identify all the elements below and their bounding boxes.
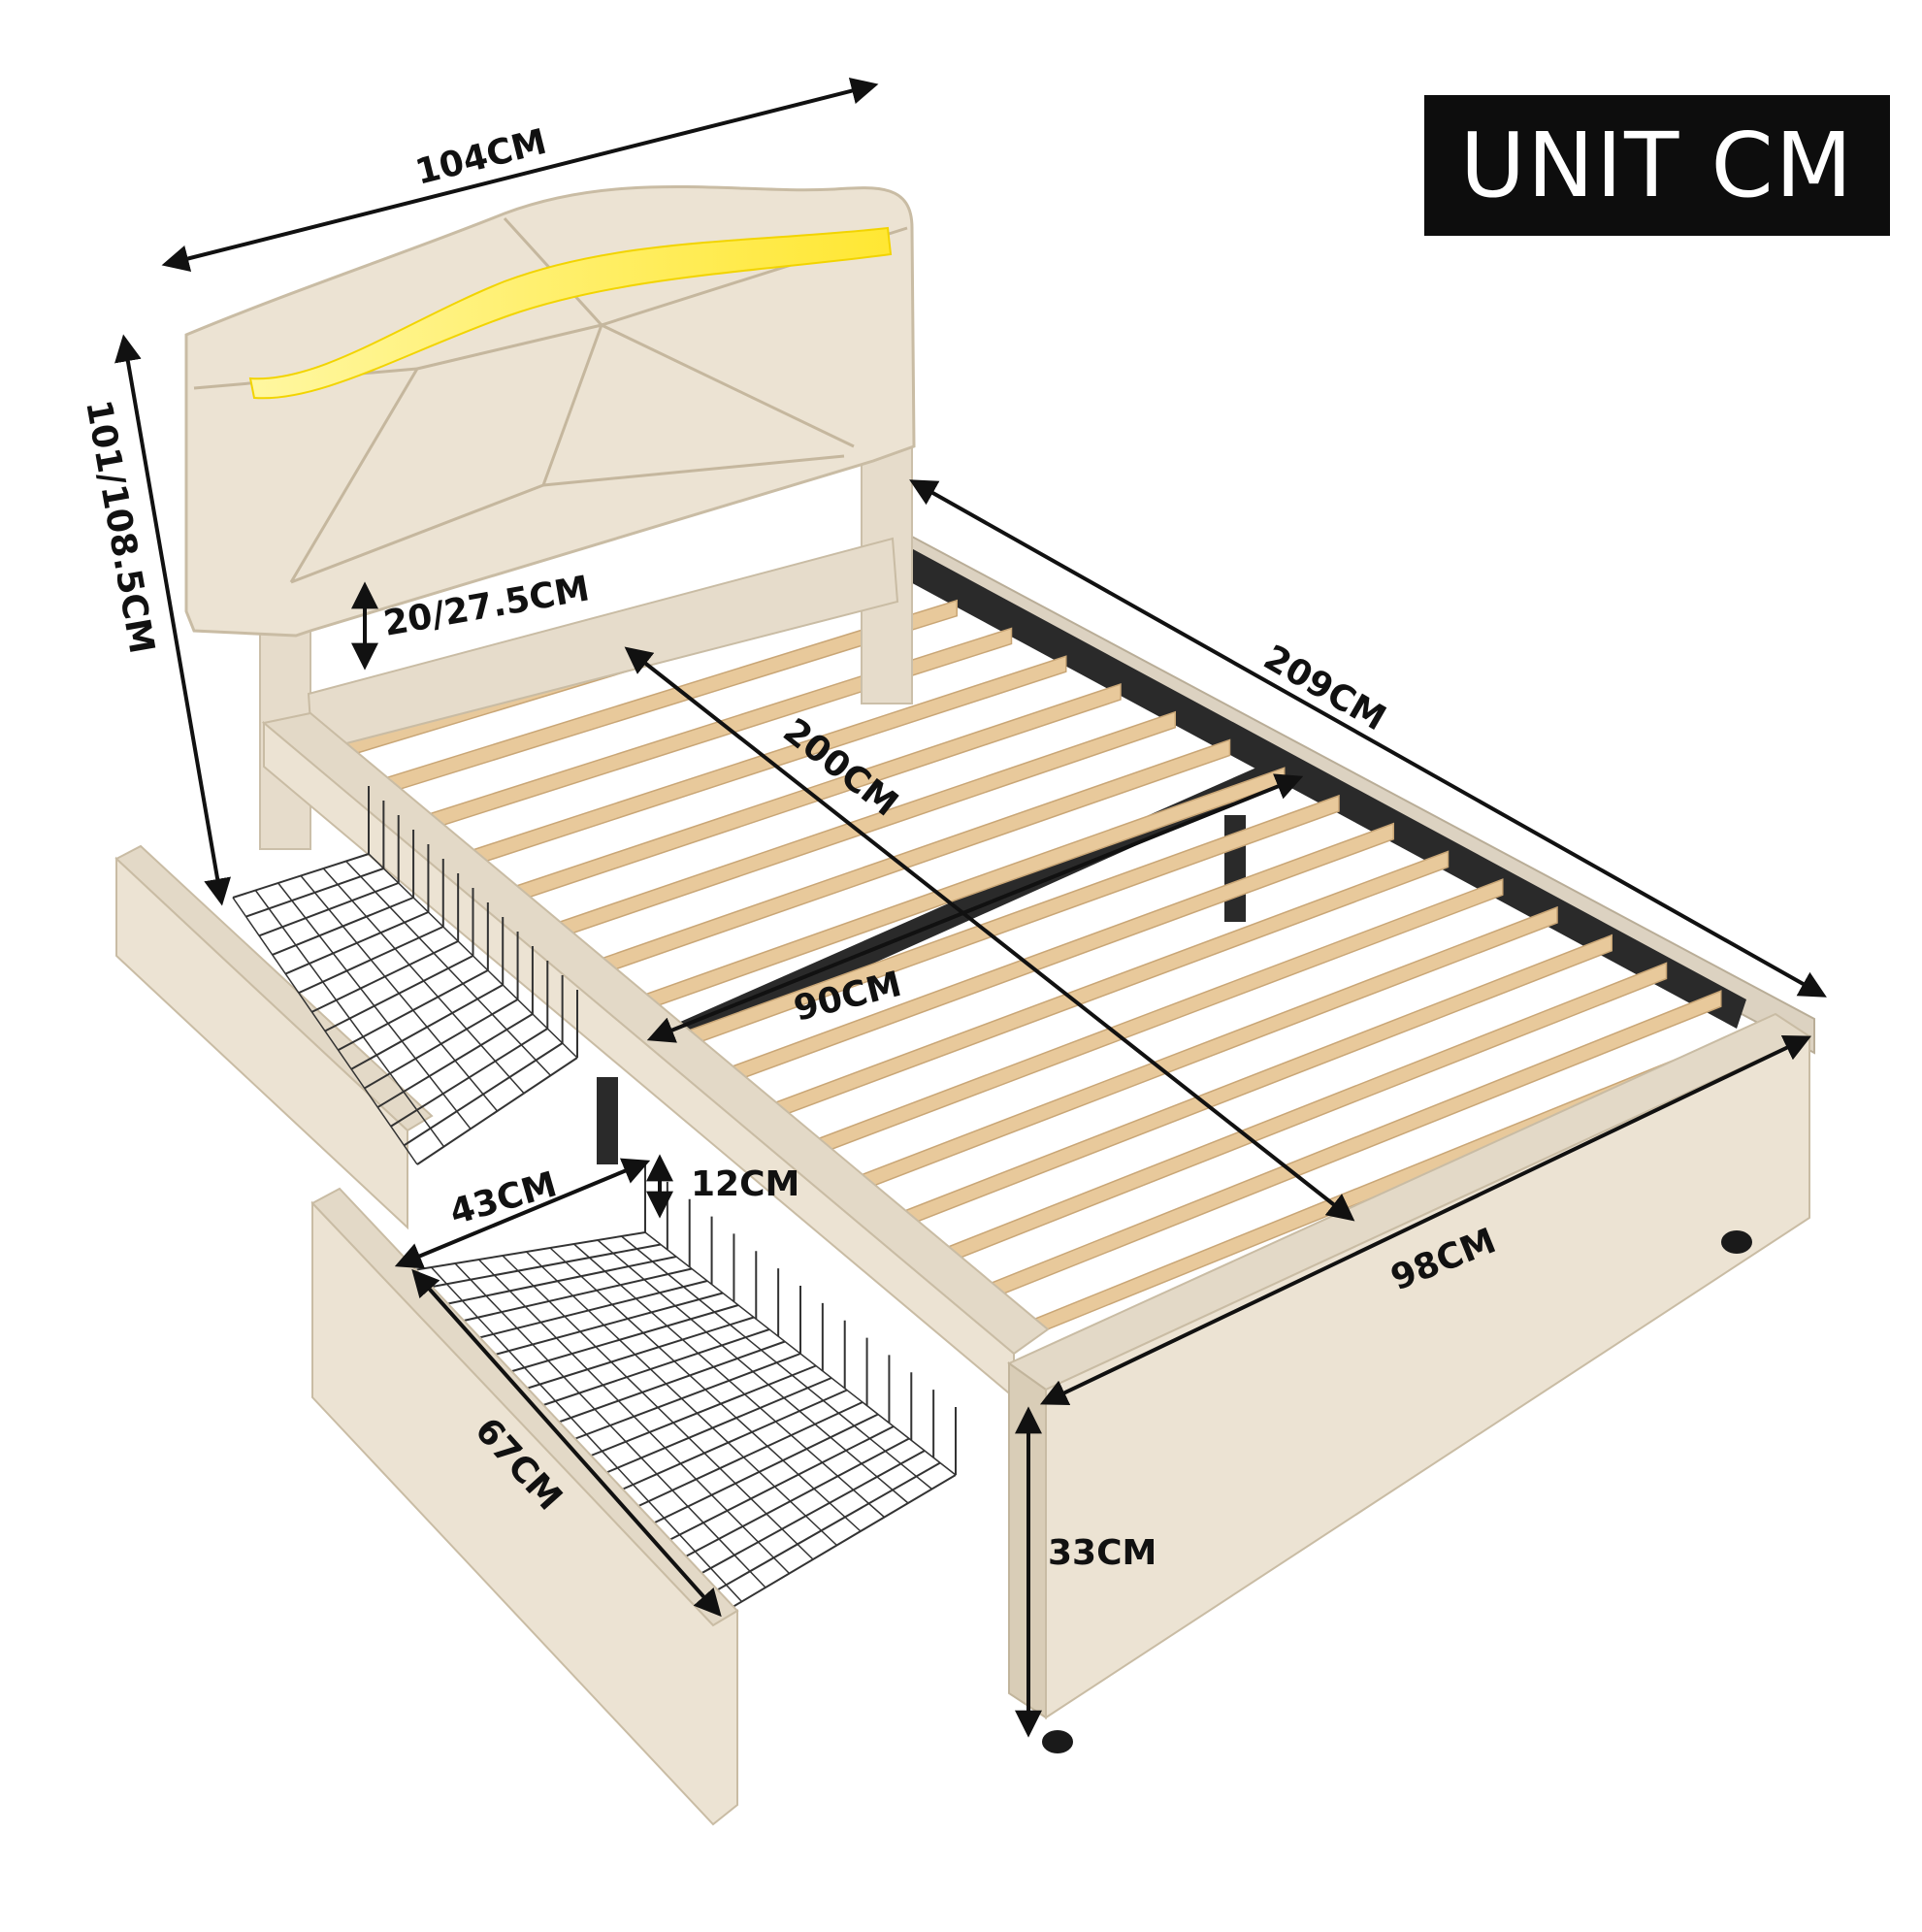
basket-wire bbox=[573, 1243, 885, 1519]
headboard-width-label: 104CM bbox=[411, 122, 550, 193]
drawer-depth-arrow bbox=[411, 1268, 722, 1618]
basket-wire bbox=[277, 882, 472, 1130]
mattress-width-arrow bbox=[646, 773, 1304, 1043]
basket-wire bbox=[322, 868, 525, 1095]
wooden-slat bbox=[623, 767, 1286, 1019]
basket-wire bbox=[254, 890, 445, 1148]
bed-foot bbox=[1721, 1230, 1752, 1254]
bed-foot bbox=[1042, 1730, 1073, 1753]
height-arrow bbox=[114, 334, 231, 906]
total-height-label: 101/108.5CM bbox=[78, 397, 161, 657]
footboard-face bbox=[1045, 1034, 1810, 1719]
drawer-height-label: 12CM bbox=[691, 1164, 799, 1204]
basket-wire bbox=[300, 875, 499, 1112]
support-leg bbox=[597, 1077, 618, 1164]
basket-wire bbox=[345, 860, 552, 1076]
length-arrow bbox=[909, 479, 1827, 998]
bed-height-label: 33CM bbox=[1048, 1533, 1156, 1573]
drawer-back bbox=[114, 786, 578, 1230]
unit-label-box: UNIT CM bbox=[1424, 95, 1890, 236]
unit-label: UNIT CM bbox=[1459, 114, 1855, 217]
bed-width-arrow bbox=[1039, 1035, 1812, 1405]
basket-wire bbox=[232, 897, 418, 1165]
wire-basket bbox=[232, 786, 578, 1165]
width-arrow bbox=[161, 77, 879, 273]
drawer-width-arrow bbox=[394, 1158, 651, 1269]
